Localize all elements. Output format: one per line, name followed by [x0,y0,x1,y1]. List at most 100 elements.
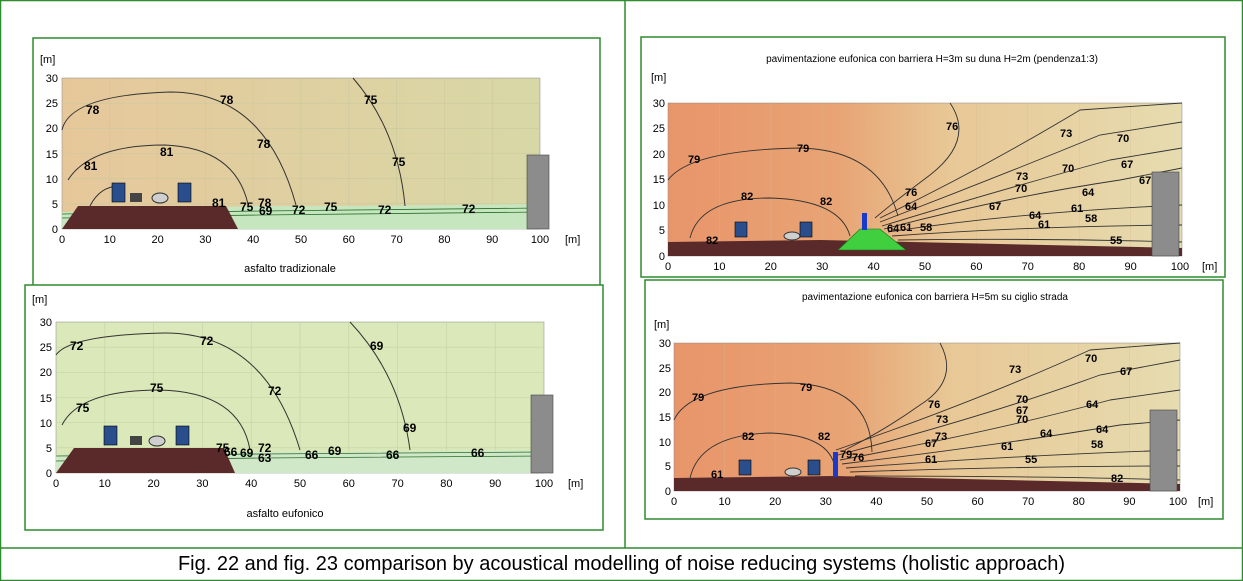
x-axis-label: [m] [1202,261,1217,273]
svg-text:70: 70 [391,478,403,490]
svg-text:70: 70 [390,234,402,246]
svg-text:73: 73 [1016,171,1028,183]
svg-text:30: 30 [196,478,208,490]
svg-text:80: 80 [440,478,452,490]
svg-text:79: 79 [800,382,812,394]
svg-text:70: 70 [1015,183,1027,195]
vehicles [103,425,190,447]
svg-text:70: 70 [1016,414,1028,426]
svg-text:61: 61 [1038,219,1050,231]
svg-text:10: 10 [40,418,52,430]
svg-text:20: 20 [46,123,58,135]
svg-text:58: 58 [920,222,932,234]
svg-text:78: 78 [220,93,234,107]
svg-text:100: 100 [1169,496,1187,508]
svg-text:15: 15 [659,412,671,424]
svg-text:72: 72 [200,334,214,348]
svg-text:10: 10 [104,234,116,246]
figure-caption: Fig. 22 and fig. 23 comparison by acoust… [177,553,1066,575]
svg-text:20: 20 [151,234,163,246]
svg-text:80: 80 [438,234,450,246]
svg-text:58: 58 [1085,213,1097,225]
svg-text:30: 30 [40,317,52,329]
contour-labels: 72 72 69 75 72 75 69 75 66 69 72 63 66 6… [70,334,485,465]
svg-text:20: 20 [769,496,781,508]
svg-text:50: 50 [921,496,933,508]
panel-subtitle: asfalto tradizionale [244,263,336,275]
svg-text:79: 79 [688,154,700,166]
building [526,154,550,230]
svg-text:30: 30 [199,234,211,246]
road-embankment [56,448,235,473]
svg-text:90: 90 [1123,496,1135,508]
x-axis-label: [m] [568,478,583,490]
y-axis-label: [m] [651,72,666,84]
svg-text:30: 30 [816,261,828,273]
svg-text:69: 69 [259,204,273,218]
svg-text:50: 50 [295,234,307,246]
vehicles [738,459,821,477]
svg-text:50: 50 [294,478,306,490]
panel-asfalto-eufonico: [m] 72 72 69 75 72 75 69 75 66 [24,284,604,531]
svg-text:64: 64 [1040,428,1053,440]
svg-text:25: 25 [46,98,58,110]
svg-text:75: 75 [216,441,230,455]
svg-text:10: 10 [653,200,665,212]
svg-text:60: 60 [971,496,983,508]
svg-text:5: 5 [46,443,52,455]
svg-text:20: 20 [659,387,671,399]
svg-text:61: 61 [711,469,723,481]
contour-line [349,321,411,451]
svg-text:75: 75 [364,93,378,107]
dune [837,228,907,251]
svg-text:73: 73 [935,431,947,443]
svg-text:64: 64 [905,201,918,213]
contour-line [61,91,297,206]
svg-text:30: 30 [46,73,58,85]
x-axis-label: [m] [565,234,580,246]
panel-barriera-duna: pavimentazione eufonica con barriera H=3… [640,36,1226,278]
svg-text:63: 63 [258,451,272,465]
ground-strip [674,476,1180,491]
svg-text:72: 72 [268,384,282,398]
svg-text:61: 61 [1071,203,1083,215]
svg-text:0: 0 [52,224,58,236]
svg-text:80: 80 [1073,496,1085,508]
svg-text:70: 70 [1022,261,1034,273]
svg-text:70: 70 [1085,353,1097,365]
svg-text:61: 61 [1001,441,1013,453]
svg-text:0: 0 [665,261,671,273]
vehicles [111,182,192,204]
svg-text:72: 72 [378,203,392,217]
svg-text:76: 76 [852,452,864,464]
svg-text:20: 20 [147,478,159,490]
svg-text:64: 64 [1086,399,1099,411]
svg-text:25: 25 [653,123,665,135]
svg-text:72: 72 [70,339,84,353]
svg-text:75: 75 [392,155,406,169]
svg-text:10: 10 [99,478,111,490]
svg-text:64: 64 [887,223,900,235]
contour-lines [673,342,1181,481]
svg-text:30: 30 [659,338,671,350]
building [1149,409,1178,492]
svg-text:69: 69 [403,421,417,435]
svg-text:90: 90 [489,478,501,490]
svg-text:67: 67 [1139,175,1151,187]
svg-text:64: 64 [1082,187,1095,199]
gridlines [62,78,540,229]
svg-text:30: 30 [653,98,665,110]
svg-text:72: 72 [462,202,476,216]
svg-text:82: 82 [818,431,830,443]
svg-text:25: 25 [659,363,671,375]
svg-text:40: 40 [867,261,879,273]
building [530,394,554,474]
contour-labels: 79 79 76 73 70 82 82 76 73 70 67 70 67 6… [688,121,1151,247]
svg-text:81: 81 [212,196,226,210]
svg-text:81: 81 [160,145,174,159]
x-axis-label: [m] [1198,496,1213,508]
svg-text:15: 15 [46,149,58,161]
y-axis-label: [m] [32,294,47,306]
